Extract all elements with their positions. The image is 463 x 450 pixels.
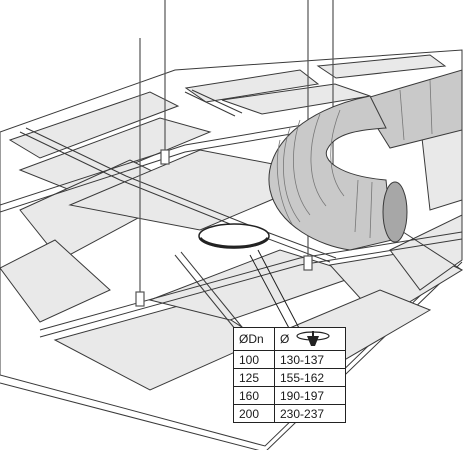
ceiling-panel <box>18 117 212 191</box>
header-hole: Ø <box>274 327 346 351</box>
hanger-clip <box>303 255 313 271</box>
cross-tee <box>19 131 331 263</box>
hanger-clip <box>135 291 145 307</box>
header-hole-label: Ø <box>280 332 290 346</box>
flex-duct-end <box>382 181 408 243</box>
cell-dn: 160 <box>233 386 275 405</box>
table-row: 100 130-137 <box>233 350 346 369</box>
cell-dn: 125 <box>233 368 275 387</box>
main-tee <box>39 231 463 331</box>
table-header-row: ØDn Ø <box>233 327 346 351</box>
ceiling-panel <box>8 91 180 159</box>
cross-tee <box>184 91 236 117</box>
cell-hole: 230-237 <box>274 404 346 423</box>
table-row: 125 155-162 <box>233 368 346 387</box>
cross-tee <box>174 254 241 336</box>
ceiling-panel <box>0 239 111 323</box>
ceiling-panel <box>184 69 320 103</box>
cell-dn: 200 <box>233 404 275 423</box>
cross-tee <box>191 89 243 114</box>
header-dn: ØDn <box>233 327 275 351</box>
ceiling-panel <box>316 54 447 79</box>
main-tee <box>39 238 463 338</box>
dimension-table: ØDn Ø 100 130-137 125 <box>233 327 346 423</box>
table-row: 200 230-237 <box>233 404 346 423</box>
flex-duct <box>268 69 463 251</box>
cross-tee <box>399 229 463 271</box>
hole-saw-icon <box>295 331 331 347</box>
flex-duct-ribs <box>276 79 433 239</box>
cross-tee <box>180 251 247 333</box>
cross-tee <box>25 127 337 259</box>
ceiling-panel <box>389 214 463 291</box>
callout-pointer <box>249 249 301 331</box>
cell-dn: 100 <box>233 350 275 369</box>
cell-hole: 190-197 <box>274 386 346 405</box>
cell-hole: 130-137 <box>274 350 346 369</box>
hanger-clip <box>160 149 170 165</box>
table-row: 160 190-197 <box>233 386 346 405</box>
cell-hole: 155-162 <box>274 368 346 387</box>
ceiling-hole-rim <box>198 237 270 249</box>
t-bar-grid <box>0 89 463 338</box>
flex-duct-bend <box>268 95 393 251</box>
